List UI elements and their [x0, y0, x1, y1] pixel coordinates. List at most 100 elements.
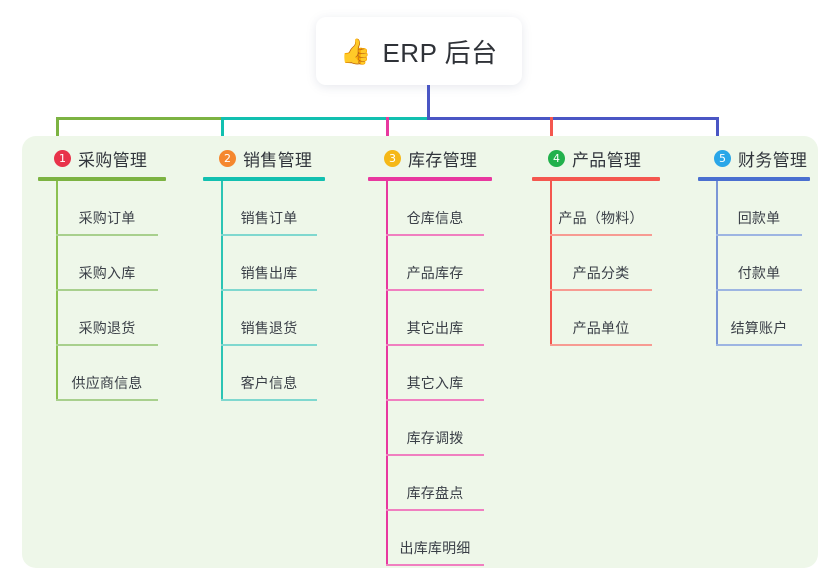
leaf-underline: [221, 234, 317, 236]
branch-underline: [368, 177, 492, 181]
leaf-label: 出库库明细: [399, 540, 471, 556]
leaf-label: 采购入库: [78, 265, 136, 281]
branch-underline: [203, 177, 325, 181]
leaf-label: 其它出库: [406, 320, 464, 336]
branch-column-库存管理: 3 库存管理仓库信息产品库存其它出库其它入库库存调拨库存盘点出库库明细: [368, 146, 492, 566]
leaf-item[interactable]: 客户信息: [203, 346, 325, 401]
leaf-label: 产品分类: [572, 265, 630, 281]
drop-connector-采购管理: [56, 117, 59, 147]
leaf-item[interactable]: 其它入库: [368, 346, 492, 401]
branch-column-销售管理: 2 销售管理销售订单销售出库销售退货客户信息: [203, 146, 325, 401]
leaf-item[interactable]: 产品分类: [532, 236, 660, 291]
leaf-item[interactable]: 产品库存: [368, 236, 492, 291]
drop-connector-产品管理: [550, 117, 553, 147]
leaf-underline: [386, 344, 484, 346]
branch-header-财务管理[interactable]: 5 财务管理: [698, 146, 810, 170]
leaf-label: 销售订单: [240, 210, 298, 226]
leaf-item[interactable]: 出库库明细: [368, 511, 492, 566]
drop-connector-库存管理: [386, 117, 389, 147]
branch-index-badge: 5: [714, 149, 731, 167]
root-stem-connector: [427, 85, 430, 118]
leaf-item[interactable]: 供应商信息: [38, 346, 166, 401]
leaf-underline: [386, 399, 484, 401]
branch-title: 采购管理: [78, 150, 148, 170]
leaf-label: 产品库存: [406, 265, 464, 281]
leaf-underline: [221, 289, 317, 291]
branch-title: 产品管理: [572, 150, 642, 170]
bus-segment-1: [56, 117, 224, 120]
leaf-label: 采购退货: [78, 320, 136, 336]
branch-leaf-list: 回款单付款单结算账户: [698, 181, 810, 346]
leaf-item[interactable]: 采购退货: [38, 291, 166, 346]
branch-column-产品管理: 4 产品管理产品（物料） 产品分类产品单位: [532, 146, 660, 346]
leaf-label: 销售出库: [240, 265, 298, 281]
leaf-label: 仓库信息: [406, 210, 464, 226]
leaf-underline: [221, 344, 317, 346]
leaf-underline: [716, 344, 802, 346]
leaf-underline: [56, 399, 158, 401]
leaf-item[interactable]: 仓库信息: [368, 181, 492, 236]
branch-index-badge: 3: [384, 149, 401, 167]
branch-title: 库存管理: [408, 150, 478, 170]
leaf-item[interactable]: 库存调拨: [368, 401, 492, 456]
leaf-underline: [550, 289, 652, 291]
leaf-underline: [386, 564, 484, 566]
leaf-item[interactable]: 结算账户: [698, 291, 810, 346]
branch-index-badge: 4: [548, 149, 565, 167]
leaf-item[interactable]: 采购订单: [38, 181, 166, 236]
leaf-underline: [386, 234, 484, 236]
leaf-item[interactable]: 回款单: [698, 181, 810, 236]
branch-leaf-list: 产品（物料） 产品分类产品单位: [532, 181, 660, 346]
branch-leaf-list: 仓库信息产品库存其它出库其它入库库存调拨库存盘点出库库明细: [368, 181, 492, 566]
leaf-label: 库存盘点: [406, 485, 464, 501]
branch-header-产品管理[interactable]: 4 产品管理: [532, 146, 660, 170]
branch-underline: [698, 177, 810, 181]
leaf-label: 销售退货: [240, 320, 298, 336]
branch-spine: [221, 181, 223, 401]
root-node-content: 👍 ERP 后台: [340, 33, 497, 70]
leaf-underline: [56, 289, 158, 291]
leaf-item[interactable]: 采购入库: [38, 236, 166, 291]
leaf-label: 付款单: [737, 265, 781, 281]
leaf-item[interactable]: 销售订单: [203, 181, 325, 236]
branch-index-badge: 1: [54, 149, 71, 167]
branch-leaf-list: 采购订单采购入库采购退货供应商信息: [38, 181, 166, 401]
branch-leaf-list: 销售订单销售出库销售退货客户信息: [203, 181, 325, 401]
leaf-item[interactable]: 产品单位: [532, 291, 660, 346]
root-node-label: ERP 后台: [382, 37, 498, 68]
branch-header-销售管理[interactable]: 2 销售管理: [203, 146, 325, 170]
bus-segment-3: [427, 117, 719, 120]
drop-connector-财务管理: [716, 117, 719, 147]
leaf-item[interactable]: 产品（物料）: [532, 181, 660, 236]
leaf-label: 客户信息: [240, 375, 298, 391]
leaf-label: 回款单: [737, 210, 781, 226]
leaf-label: 结算账户: [730, 320, 788, 336]
leaf-item[interactable]: 库存盘点: [368, 456, 492, 511]
branch-header-采购管理[interactable]: 1 采购管理: [38, 146, 166, 170]
leaf-label: 供应商信息: [71, 375, 143, 391]
branch-title: 销售管理: [243, 150, 313, 170]
thumbs-up-icon: 👍: [340, 36, 372, 66]
drop-connector-销售管理: [221, 117, 224, 147]
leaf-underline: [716, 289, 802, 291]
leaf-underline: [221, 399, 317, 401]
leaf-label: 采购订单: [78, 210, 136, 226]
branch-title: 财务管理: [738, 150, 808, 170]
branch-header-库存管理[interactable]: 3 库存管理: [368, 146, 492, 170]
leaf-item[interactable]: 销售出库: [203, 236, 325, 291]
leaf-underline: [386, 509, 484, 511]
leaf-label: 产品单位: [572, 320, 630, 336]
branch-underline: [38, 177, 166, 181]
leaf-underline: [56, 234, 158, 236]
branch-spine: [386, 181, 388, 566]
bus-segment-2: [221, 117, 430, 120]
root-node[interactable]: 👍 ERP 后台: [316, 17, 522, 85]
branch-underline: [532, 177, 660, 181]
branch-index-badge: 2: [219, 149, 236, 167]
branch-spine: [716, 181, 718, 346]
leaf-item[interactable]: 其它出库: [368, 291, 492, 346]
branch-spine: [550, 181, 552, 346]
leaf-item[interactable]: 销售退货: [203, 291, 325, 346]
leaf-underline: [550, 234, 652, 236]
leaf-item[interactable]: 付款单: [698, 236, 810, 291]
